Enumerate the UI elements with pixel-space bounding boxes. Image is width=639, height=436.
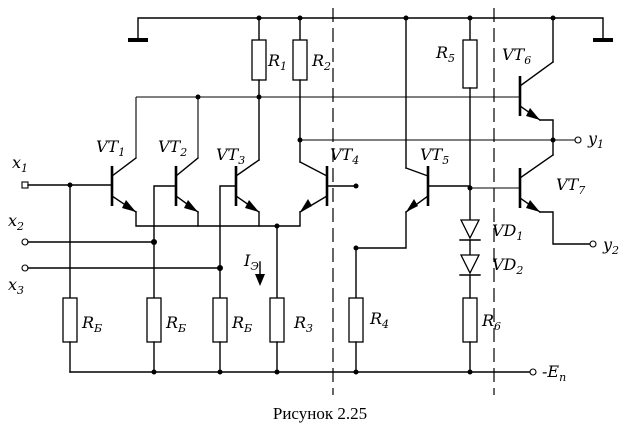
label-r3: R3 <box>293 313 313 335</box>
transistor-vt5 <box>405 166 430 213</box>
emitter-node <box>135 211 301 299</box>
resistor-rb2 <box>146 297 162 343</box>
diode-vd1 <box>459 219 481 241</box>
label-r2: R2 <box>311 51 331 73</box>
input-terminal-x2 <box>21 238 29 246</box>
transistor-vt3 <box>234 159 260 213</box>
label-r5: R5 <box>435 43 455 65</box>
label-x3: x3 <box>8 275 24 297</box>
output-terminal-y2 <box>589 240 597 248</box>
resistor-r2 <box>292 39 308 81</box>
label-vt7: VT7 <box>556 175 585 197</box>
resistor-r3 <box>269 297 285 343</box>
transistor-vt1 <box>110 157 137 213</box>
resistor-rb3 <box>212 297 228 343</box>
label-en: -En <box>542 362 566 384</box>
current-arrow-icon <box>255 274 265 286</box>
label-vt4: VT4 <box>330 145 359 167</box>
ground-rail <box>128 15 613 63</box>
transistor-vt7 <box>518 139 597 248</box>
transistor-vt4 <box>299 161 329 213</box>
resistor-r6 <box>462 297 478 343</box>
label-vd1: VD1 <box>492 221 523 243</box>
diode-vd2 <box>459 254 481 276</box>
collector-nets <box>135 17 575 221</box>
label-x2: x2 <box>8 211 24 233</box>
label-x1: x1 <box>12 153 28 175</box>
vt5-emitter-net <box>353 211 407 299</box>
resistor-rb1 <box>62 297 78 343</box>
label-rb1: RБ <box>81 313 102 335</box>
label-y1: y1 <box>587 129 604 151</box>
transistor-vt2 <box>174 157 199 213</box>
label-vt3: VT3 <box>216 145 245 167</box>
transistor-vt6 <box>518 61 582 144</box>
supply-terminal <box>529 368 537 376</box>
label-r4: R4 <box>369 309 389 331</box>
label-r6: R6 <box>481 311 501 333</box>
label-vt2: VT2 <box>158 137 187 159</box>
label-rb3: RБ <box>231 313 252 335</box>
component-labels: R1 R2 R5 VT6 VT1 VT2 VT3 VT4 VT5 VT7 VD1… <box>8 43 619 384</box>
section-dividers <box>332 8 495 395</box>
input-nets <box>21 181 237 299</box>
input-terminal-x1 <box>21 181 29 189</box>
resistor-r1 <box>251 39 267 81</box>
figure-caption: Рисунок 2.25 <box>273 404 367 423</box>
label-vt1: VT1 <box>96 137 125 159</box>
label-vd2: VD2 <box>492 255 523 277</box>
resistor-r5 <box>462 39 478 89</box>
label-r1: R1 <box>267 51 287 73</box>
input-terminal-x3 <box>21 264 29 272</box>
label-rb2: RБ <box>165 313 186 335</box>
supply-rail <box>69 341 537 376</box>
resistor-r4 <box>348 297 364 343</box>
label-vt6: VT6 <box>502 45 531 67</box>
label-vt5: VT5 <box>420 145 449 167</box>
label-y2: y2 <box>602 235 619 257</box>
output-terminal-y1 <box>574 136 582 144</box>
label-ie: IЭ <box>243 251 259 273</box>
